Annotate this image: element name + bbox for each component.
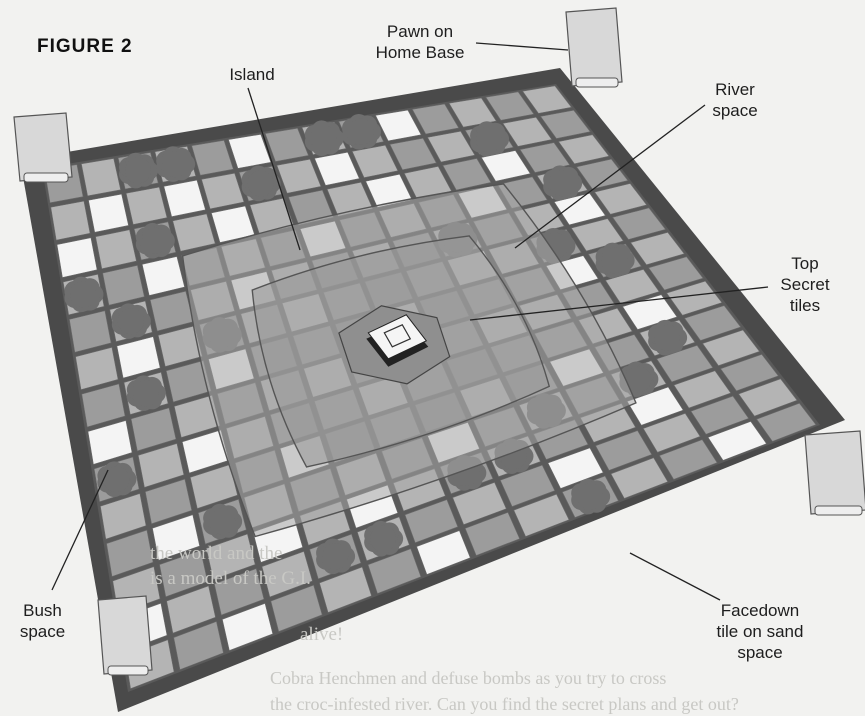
bush-blob [370, 526, 396, 552]
bush-blob [654, 325, 680, 351]
label-top-secret-tiles: Top Secret tiles [770, 253, 840, 316]
pawn-card [14, 113, 72, 181]
pawn-card [805, 431, 865, 514]
bush-blob [162, 151, 188, 177]
label-facedown-tile: Facedown tile on sand space [695, 600, 825, 663]
sand-space [51, 201, 90, 240]
leader-line [476, 43, 568, 50]
sand-space [81, 158, 120, 195]
background-text-line: is a model of the G.I. [150, 568, 311, 590]
sand-space [126, 187, 167, 224]
bush-blob [311, 125, 337, 151]
facedown-tile [88, 194, 128, 232]
background-text-line: the world and the [150, 543, 282, 565]
leader-line [630, 553, 720, 600]
pawn-stand [24, 173, 68, 182]
bush-blob [602, 247, 628, 273]
label-river-space: River space [690, 79, 780, 121]
pawn-stand [815, 506, 862, 515]
bush-blob [348, 119, 374, 145]
bush-blob [248, 170, 274, 196]
background-text-line: Cobra Henchmen and defuse bombs as you t… [270, 668, 666, 689]
pawn-stand [108, 666, 148, 675]
bush-blob [209, 508, 235, 534]
label-pawn-on-home-base: Pawn on Home Base [360, 21, 480, 63]
pawn-card [566, 8, 622, 86]
bush-blob [125, 158, 151, 184]
pawn-stand [576, 78, 618, 87]
bush-blob [476, 126, 502, 152]
pawn-card [98, 596, 152, 674]
bush-blob [133, 380, 159, 406]
pawn-home-base-ne [566, 8, 622, 87]
bush-blob [577, 484, 603, 510]
pawn-home-base-nw [14, 113, 72, 182]
bush-blob [142, 228, 168, 254]
bush-blob [118, 308, 144, 334]
pawn-home-base-sw [98, 596, 152, 675]
background-text-line: the croc-infested river. Can you find th… [270, 694, 739, 715]
bush-blob [70, 281, 96, 307]
label-bush-space: Bush space [5, 600, 80, 642]
figure-title: FIGURE 2 [37, 36, 133, 58]
pawn-home-base-se [805, 431, 865, 515]
bush-blob [322, 543, 348, 569]
background-text-line: alive! [300, 624, 343, 646]
label-island: Island [212, 64, 292, 85]
bush-blob [549, 170, 575, 196]
